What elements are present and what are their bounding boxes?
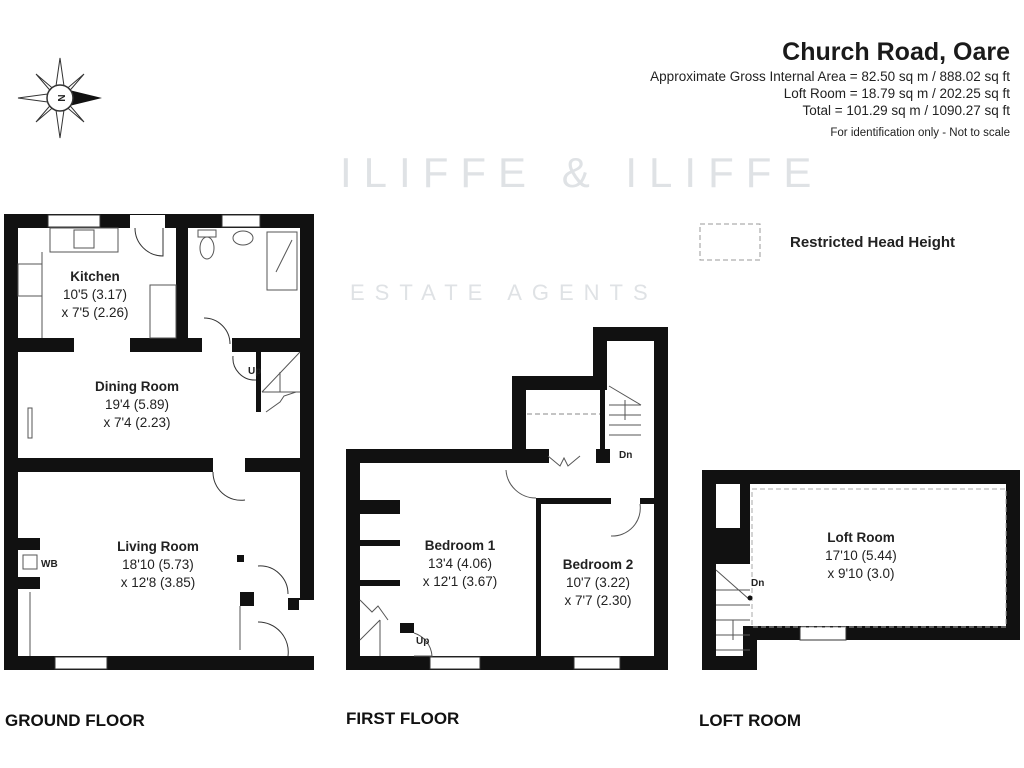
- watermark-line2: ESTATE AGENTS: [350, 280, 658, 305]
- disclaimer: For identification only - Not to scale: [830, 127, 1010, 139]
- room-name-living: Living Room: [117, 539, 199, 554]
- room-name-loft: Loft Room: [827, 530, 894, 545]
- room-name-bedroom-2: Bedroom 2: [563, 557, 634, 572]
- ground-floor-label: GROUND FLOOR: [5, 711, 145, 730]
- room-name-dining: Dining Room: [95, 379, 179, 394]
- first-floor-label: FIRST FLOOR: [346, 709, 460, 728]
- room-name-bedroom-1: Bedroom 1: [425, 538, 496, 553]
- room-name-kitchen: Kitchen: [70, 269, 120, 284]
- room-dim-living-2: x 12'8 (3.85): [121, 575, 196, 590]
- loft-room-label: LOFT ROOM: [699, 711, 801, 730]
- room-dim-bedroom-2-1: 10'7 (3.22): [566, 575, 630, 590]
- compass-icon: N: [17, 57, 102, 139]
- restricted-head-height-label: Restricted Head Height: [790, 234, 956, 251]
- stairs-down-label-loft: Dn: [751, 578, 764, 589]
- stairs-down-label-first: Dn: [619, 450, 632, 461]
- restricted-head-height-swatch: [699, 223, 761, 261]
- room-dim-kitchen-1: 10'5 (3.17): [63, 287, 127, 302]
- property-title: Church Road, Oare: [782, 38, 1010, 66]
- room-dim-dining-1: 19'4 (5.89): [105, 397, 169, 412]
- watermark-line1: ILIFFE & ILIFFE: [340, 149, 824, 196]
- total-area: Total = 101.29 sq m / 1090.27 sq ft: [802, 103, 1010, 118]
- loft-floor-plan: Loft Room 17'10 (5.44) x 9'10 (3.0) Dn: [702, 470, 1020, 670]
- gross-area: Approximate Gross Internal Area = 82.50 …: [650, 69, 1010, 84]
- room-dim-living-1: 18'10 (5.73): [122, 557, 194, 572]
- loft-area: Loft Room = 18.79 sq m / 202.25 sq ft: [783, 86, 1010, 101]
- first-floor-plan: Bedroom 1 13'4 (4.06) x 12'1 (3.67) Bedr…: [346, 327, 668, 670]
- room-dim-bedroom-1-2: x 12'1 (3.67): [423, 574, 498, 589]
- room-dim-loft-1: 17'10 (5.44): [825, 548, 897, 563]
- wood-burner-label: WB: [41, 559, 58, 570]
- ground-floor-plan: Kitchen 10'5 (3.17) x 7'5 (2.26) Dining …: [4, 214, 315, 670]
- compass-label: N: [57, 94, 68, 101]
- room-dim-kitchen-2: x 7'5 (2.26): [61, 305, 128, 320]
- stairs-up-label: Up: [248, 366, 261, 377]
- stairs-up-label-first: Up: [416, 636, 429, 647]
- room-dim-bedroom-1-1: 13'4 (4.06): [428, 556, 492, 571]
- room-dim-dining-2: x 7'4 (2.23): [103, 415, 170, 430]
- room-dim-bedroom-2-2: x 7'7 (2.30): [564, 593, 631, 608]
- room-dim-loft-2: x 9'10 (3.0): [827, 566, 894, 581]
